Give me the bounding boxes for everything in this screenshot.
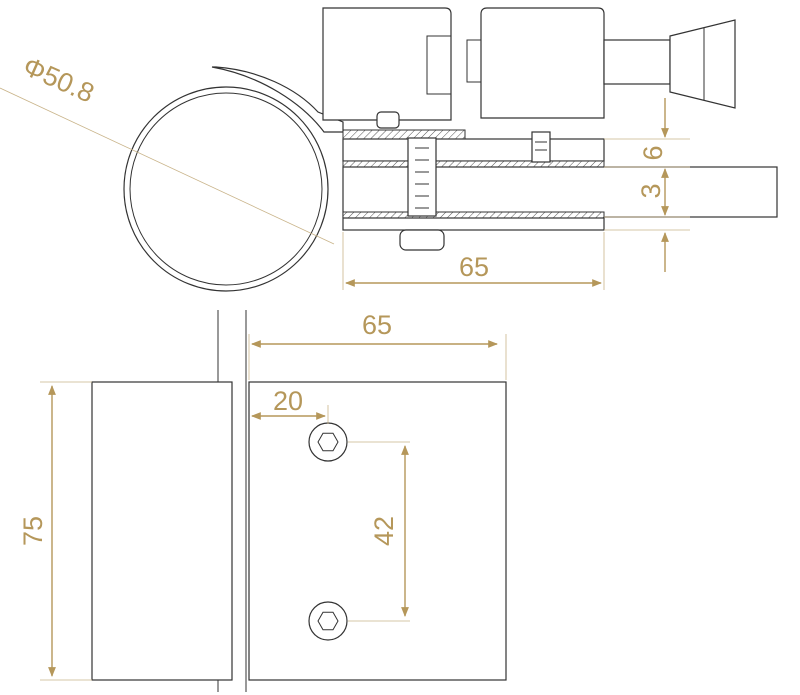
hatched-gasket-lower [342, 211, 605, 219]
plate-offset-label: 6 [638, 145, 668, 160]
through-bolt [407, 137, 437, 217]
hex-socket-screw-top [308, 422, 348, 462]
hex-socket-screw-bottom [308, 601, 348, 641]
rear-clamp-plate [91, 381, 233, 681]
hole-edge-distance-label: 20 [273, 386, 303, 416]
front-view: 65 20 42 75 [18, 310, 507, 692]
top-hatched-plate [342, 129, 466, 140]
round-pipe [123, 86, 329, 292]
screw-head-top [376, 111, 400, 129]
clamp-height-label: 75 [18, 516, 48, 546]
glass-thickness-label: 3 [636, 183, 666, 198]
left-clamp-housing [322, 7, 452, 121]
hole-spacing-label: 42 [369, 516, 399, 546]
knob-handle [603, 19, 736, 109]
curved-mounting-saddle [211, 66, 344, 133]
pipe-diameter-label: Φ50.8 [19, 51, 99, 109]
clamp-body-lower [342, 217, 605, 231]
bolt-nut [399, 229, 445, 251]
side-view: Φ50.8 6 3 65 [0, 7, 778, 292]
clamp-body-upper [342, 138, 605, 162]
hatched-gasket-upper [342, 160, 605, 168]
front-width-label: 65 [362, 310, 392, 340]
front-clamp-plate [248, 381, 507, 681]
pipe-diameter-leader [0, 87, 335, 245]
set-screw [531, 131, 551, 163]
right-clamp-housing [466, 7, 605, 119]
side-width-label: 65 [459, 252, 489, 282]
